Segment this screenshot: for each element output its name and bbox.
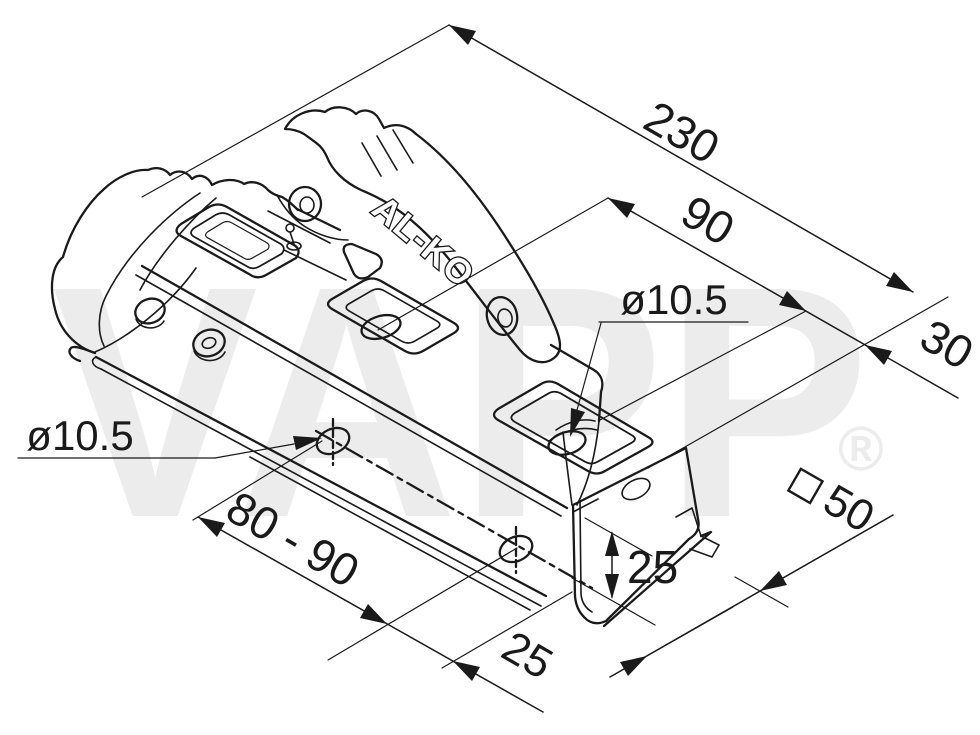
- dimension-top-hole: ø10.5: [570, 276, 749, 437]
- registered-trademark-icon: ®: [838, 415, 884, 484]
- dimensions: 230 90 30 ø10.5 ø10.5: [17, 24, 980, 713]
- mounting-plate: [91, 207, 604, 611]
- slot-centerline: [314, 417, 594, 590]
- dimension-channel-height: 25: [571, 517, 678, 626]
- ball-socket: [50, 167, 300, 363]
- front-bolt-pocket: [326, 277, 460, 355]
- rear-bolt-pocket: [492, 380, 654, 475]
- dim-label-channel-height: 25: [627, 541, 678, 593]
- dim-label-side-slot: ø10.5: [26, 412, 133, 459]
- dim-label-top-hole: ø10.5: [620, 276, 727, 323]
- dim-label-overall-length: 230: [636, 90, 728, 173]
- dimension-rear-offset: 30: [865, 309, 980, 380]
- mounting-channel: [571, 446, 720, 628]
- handle-latch-pocket: [175, 203, 383, 281]
- dimension-side-slot: ø10.5: [17, 412, 322, 459]
- square-section-icon: [786, 467, 825, 505]
- locating-pegs: [134, 297, 226, 362]
- dim-label-rear-offset: 30: [912, 309, 980, 380]
- dimension-slot-offset: 25: [441, 591, 573, 689]
